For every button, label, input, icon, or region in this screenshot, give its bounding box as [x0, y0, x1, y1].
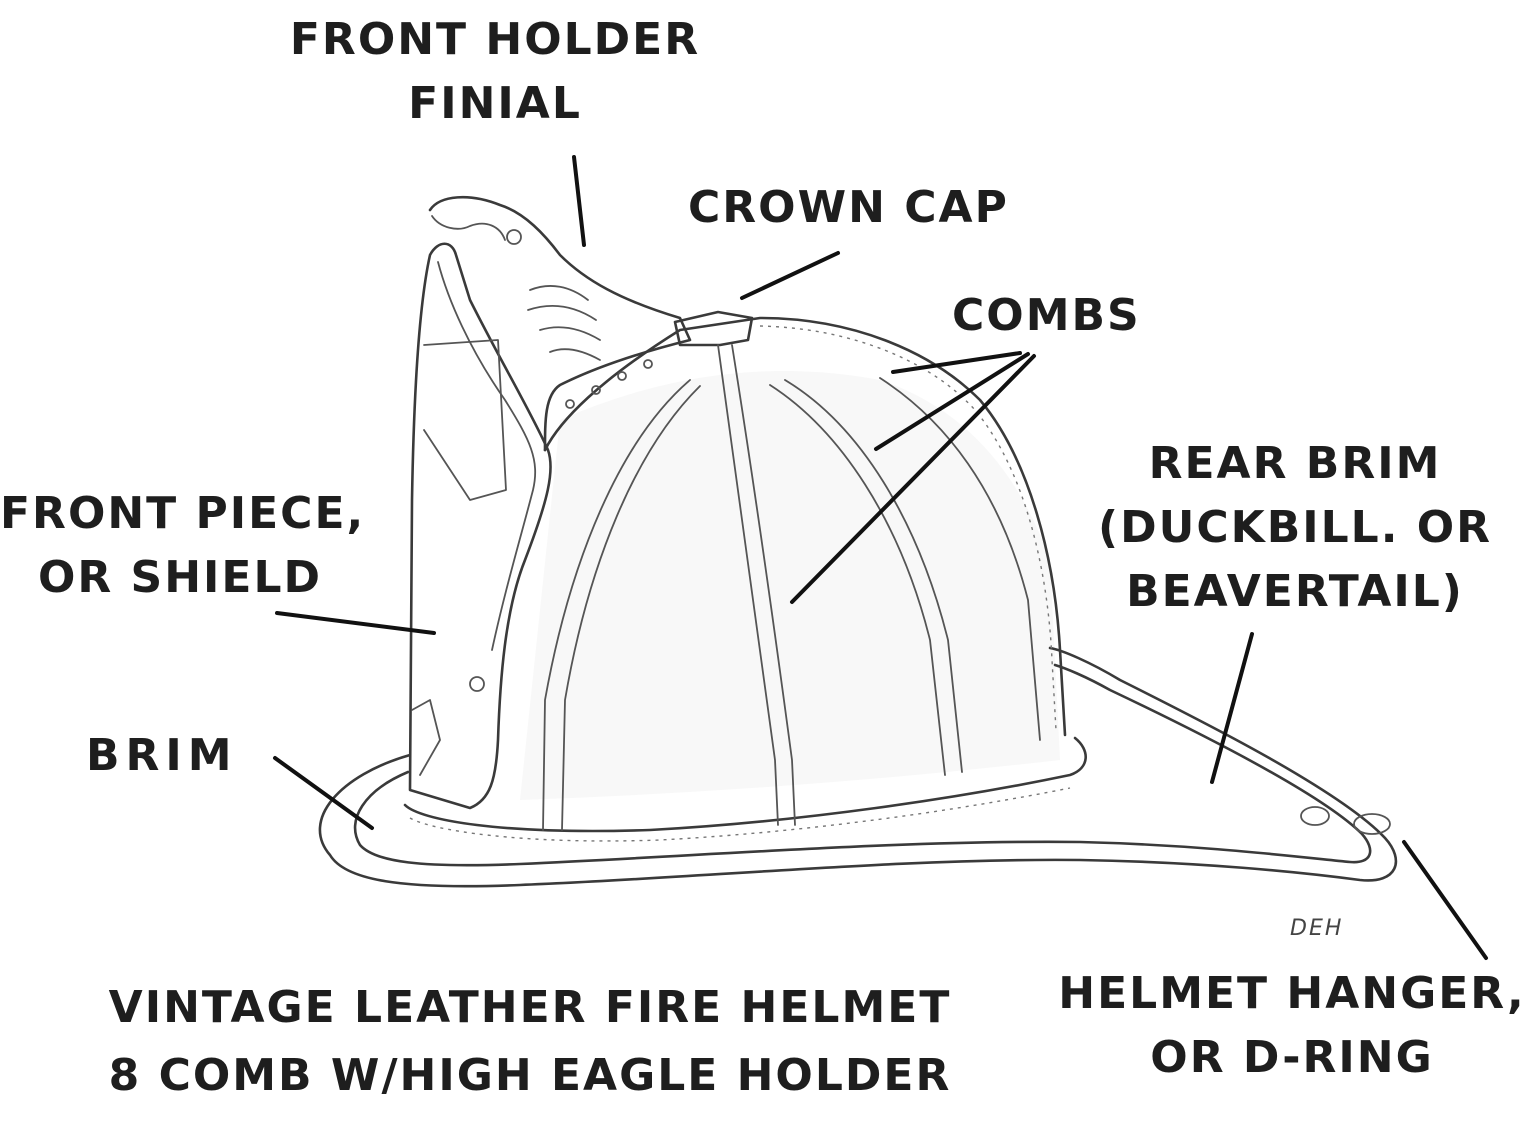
leader-brim	[273, 756, 374, 830]
shield-lower-notch	[411, 699, 441, 776]
label-front-piece-line2: OR SHIELD	[37, 552, 323, 603]
leader-front-piece	[275, 611, 436, 635]
holder-rivet-3	[617, 371, 627, 381]
caption-line2: 8 COMB W/HIGH EAGLE HOLDER	[108, 1050, 952, 1101]
brim-outer-outline	[318, 646, 1398, 888]
label-helmet-hanger-line1: HELMET HANGER,	[1058, 968, 1526, 1019]
holder-rivet-2	[591, 385, 601, 395]
label-crown-cap-text: CROWN CAP	[688, 182, 1009, 233]
eagle-head	[431, 215, 506, 241]
caption: VINTAGE LEATHER FIRE HELMET 8 COMB W/HIG…	[70, 974, 990, 1110]
shield-emblem	[423, 339, 507, 501]
label-rear-brim-line3: BEAVERTAIL)	[1126, 566, 1464, 617]
leader-crown-cap	[740, 251, 840, 300]
label-rear-brim-line1: REAR BRIM	[1148, 438, 1442, 489]
leader-combs-3	[790, 354, 1036, 604]
artist-signature: DEH	[1290, 916, 1344, 941]
comb-3	[769, 384, 946, 776]
label-helmet-hanger: HELMET HANGER, OR D-RING	[1052, 962, 1532, 1090]
comb-center	[717, 344, 779, 826]
caption-line1: VINTAGE LEATHER FIRE HELMET	[108, 982, 952, 1033]
label-front-holder-line2: FINIAL	[408, 78, 582, 129]
shield-rivet	[469, 676, 485, 692]
comb-1b	[561, 385, 701, 831]
d-ring	[1353, 813, 1391, 835]
holder-rivet-1	[565, 399, 575, 409]
eagle-eye	[506, 229, 522, 245]
comb-center-b	[731, 344, 796, 826]
label-combs: COMBS	[952, 284, 1141, 348]
label-crown-cap: CROWN CAP	[688, 176, 1009, 240]
comb-1	[542, 379, 691, 831]
crown-cap-outline	[673, 310, 754, 347]
label-brim: BRIM	[86, 724, 238, 788]
label-front-piece: FRONT PIECE, OR SHIELD	[0, 482, 366, 610]
hat-band	[403, 736, 1087, 833]
d-ring-inner	[1300, 806, 1330, 826]
label-front-holder-finial: FRONT HOLDER FINIAL	[270, 8, 720, 136]
label-helmet-hanger-line2: OR D-RING	[1150, 1032, 1434, 1083]
label-rear-brim-line2: (DUCKBILL. OR	[1097, 502, 1493, 553]
hat-band-stitching	[409, 787, 1071, 842]
label-brim-text: BRIM	[86, 730, 238, 781]
leader-combs-1	[891, 351, 1022, 374]
label-front-piece-line1: FRONT PIECE,	[0, 488, 366, 539]
eagle-feather-3	[539, 326, 601, 341]
eagle-feather-1	[529, 285, 589, 301]
label-front-holder-line1: FRONT HOLDER	[289, 14, 701, 65]
holder-rivet-4	[643, 359, 653, 369]
comb-3b	[784, 379, 963, 773]
brim-inner-outline	[353, 663, 1372, 867]
eagle-feather-2	[527, 305, 597, 321]
comb-4	[879, 377, 1041, 741]
label-rear-brim: REAR BRIM (DUCKBILL. OR BEAVERTAIL)	[1090, 432, 1500, 624]
leader-helmet-hanger	[1402, 840, 1488, 960]
eagle-feather-4	[549, 348, 601, 361]
label-combs-text: COMBS	[952, 290, 1141, 341]
leader-combs-2	[874, 352, 1030, 451]
dome-shading	[520, 371, 1060, 800]
dome-rear-stitching	[759, 325, 1057, 731]
leader-front-holder	[572, 155, 586, 247]
eagle-holder-outline	[428, 195, 692, 452]
front-shield-inner	[437, 261, 537, 651]
leader-rear-brim	[1210, 632, 1254, 784]
